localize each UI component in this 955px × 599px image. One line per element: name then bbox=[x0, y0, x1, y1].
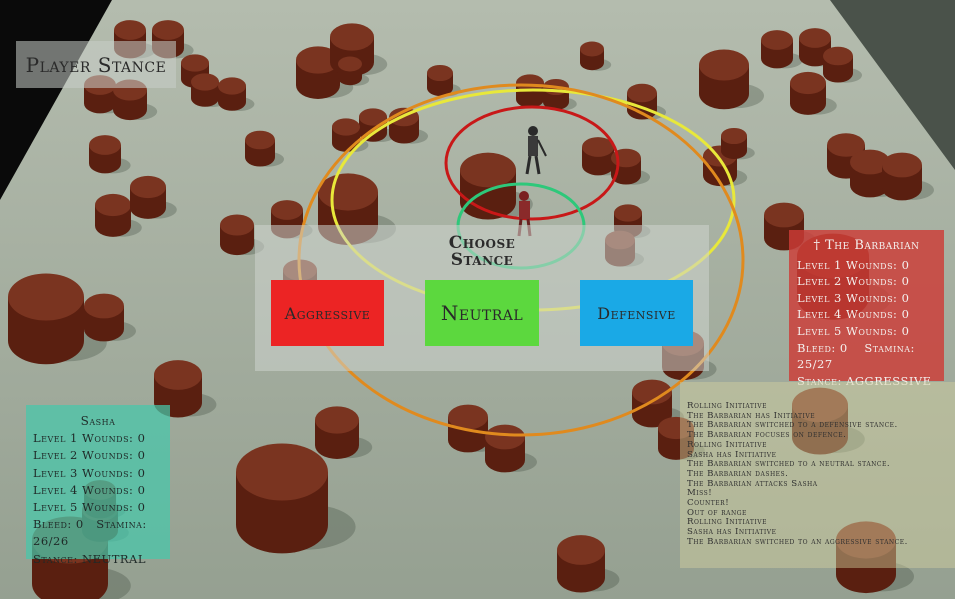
combat-log-line: Rolling Initiative bbox=[687, 517, 767, 528]
pillar bbox=[632, 379, 684, 428]
player-wound-4: Level 4 Wounds: 0 bbox=[33, 482, 146, 497]
enemy-name-text: The Barbarian bbox=[825, 238, 920, 253]
choose-title-line2: Stance bbox=[450, 250, 514, 270]
player-bleed: Bleed: 0 bbox=[33, 517, 84, 532]
pillar bbox=[84, 293, 136, 342]
pillar bbox=[582, 137, 624, 176]
player-stamina: Stamina: 26/26 bbox=[33, 517, 147, 549]
pillar bbox=[338, 56, 370, 86]
player-stance-header: Player Stance bbox=[16, 41, 176, 88]
combat-log-line: The Barbarian switched to an aggressive … bbox=[687, 536, 908, 547]
enemy-bleed: Bleed: 0 bbox=[797, 340, 848, 355]
choose-stance-dialog: Choose Stance Aggressive Neutral Defensi… bbox=[255, 225, 709, 371]
player-stance: Stance: NEUTRAL bbox=[33, 551, 146, 566]
pillar bbox=[792, 387, 865, 455]
pillar bbox=[220, 214, 265, 256]
player-name: Sasha bbox=[80, 414, 116, 428]
enemy-wound-4: Level 4 Wounds: 0 bbox=[797, 307, 910, 322]
combat-log-line: The Barbarian attacks Sasha bbox=[687, 478, 818, 489]
aggressive-stance-button[interactable]: Aggressive bbox=[271, 280, 384, 346]
player-wound-1: Level 1 Wounds: 0 bbox=[33, 431, 146, 446]
pillar bbox=[699, 49, 764, 110]
pillar bbox=[130, 175, 177, 219]
combat-log-line: The Barbarian switched to a defensive st… bbox=[687, 420, 898, 431]
pillar bbox=[823, 46, 862, 83]
pillar bbox=[611, 148, 650, 185]
pillar bbox=[236, 443, 356, 554]
enemy-wound-2: Level 2 Wounds: 0 bbox=[797, 274, 910, 289]
combat-log-line: Sasha has Initiative bbox=[687, 449, 777, 460]
player-status-panel: Sasha Level 1 Wounds: 0 Level 2 Wounds: … bbox=[26, 405, 170, 566]
player-wound-2: Level 2 Wounds: 0 bbox=[33, 448, 146, 463]
pillar bbox=[882, 152, 934, 201]
defensive-stance-button[interactable]: Defensive bbox=[580, 280, 693, 346]
pillar bbox=[557, 535, 620, 593]
pillar bbox=[850, 149, 902, 198]
combat-log-line: Rolling Initiative bbox=[687, 439, 767, 450]
combat-log-line: Counter! bbox=[687, 498, 730, 509]
enemy-name: † The Barbarian bbox=[813, 238, 920, 253]
combat-log-line: The Barbarian dashes. bbox=[687, 468, 789, 479]
pillar bbox=[580, 41, 612, 71]
combat-log-line: Out of range bbox=[687, 507, 747, 518]
combat-log-line: The Barbarian has Initiative bbox=[687, 410, 816, 421]
enemy-bleed-stamina: Bleed: 0 Stamina: 25/27 bbox=[797, 340, 936, 373]
pillar bbox=[485, 424, 537, 473]
pillar bbox=[95, 193, 142, 237]
combat-log-line: Rolling Initiative bbox=[687, 401, 767, 411]
choose-title-line1: Choose bbox=[448, 233, 516, 253]
pillar bbox=[721, 127, 755, 160]
pillar bbox=[315, 406, 373, 459]
pillar bbox=[836, 521, 914, 594]
enemy-stamina: Stamina: 25/27 bbox=[797, 340, 915, 372]
enemy-wound-5: Level 5 Wounds: 0 bbox=[797, 323, 910, 338]
combat-log-line: The Barbarian switched to a neutral stan… bbox=[687, 459, 891, 470]
pillar bbox=[761, 30, 803, 69]
neutral-stance-button[interactable]: Neutral bbox=[425, 280, 539, 346]
player-wound-5: Level 5 Wounds: 0 bbox=[33, 500, 146, 515]
enemy-status-panel: † The Barbarian Level 1 Wounds: 0 Level … bbox=[789, 230, 944, 388]
player-bleed-stamina: Bleed: 0 Stamina: 26/26 bbox=[33, 516, 163, 550]
combat-log-line: Miss! bbox=[687, 488, 713, 499]
enemy-stance: Stance: AGGRESSIVE bbox=[797, 373, 932, 388]
barbarian-character[interactable] bbox=[525, 126, 547, 175]
range-ring-red bbox=[444, 105, 620, 221]
pillar bbox=[658, 416, 705, 460]
pillar bbox=[790, 71, 837, 115]
enemy-wound-1: Level 1 Wounds: 0 bbox=[797, 257, 910, 272]
enemy-wound-3: Level 3 Wounds: 0 bbox=[797, 290, 910, 305]
combat-log-line: The Barbarian focuses on defence. bbox=[687, 430, 847, 441]
choose-stance-title: Choose Stance bbox=[255, 235, 709, 269]
pillar bbox=[218, 77, 255, 112]
pillar bbox=[245, 130, 284, 167]
pillar bbox=[89, 135, 131, 174]
player-wound-3: Level 3 Wounds: 0 bbox=[33, 465, 146, 480]
combat-log-line: Sasha has Initiative bbox=[687, 527, 777, 538]
